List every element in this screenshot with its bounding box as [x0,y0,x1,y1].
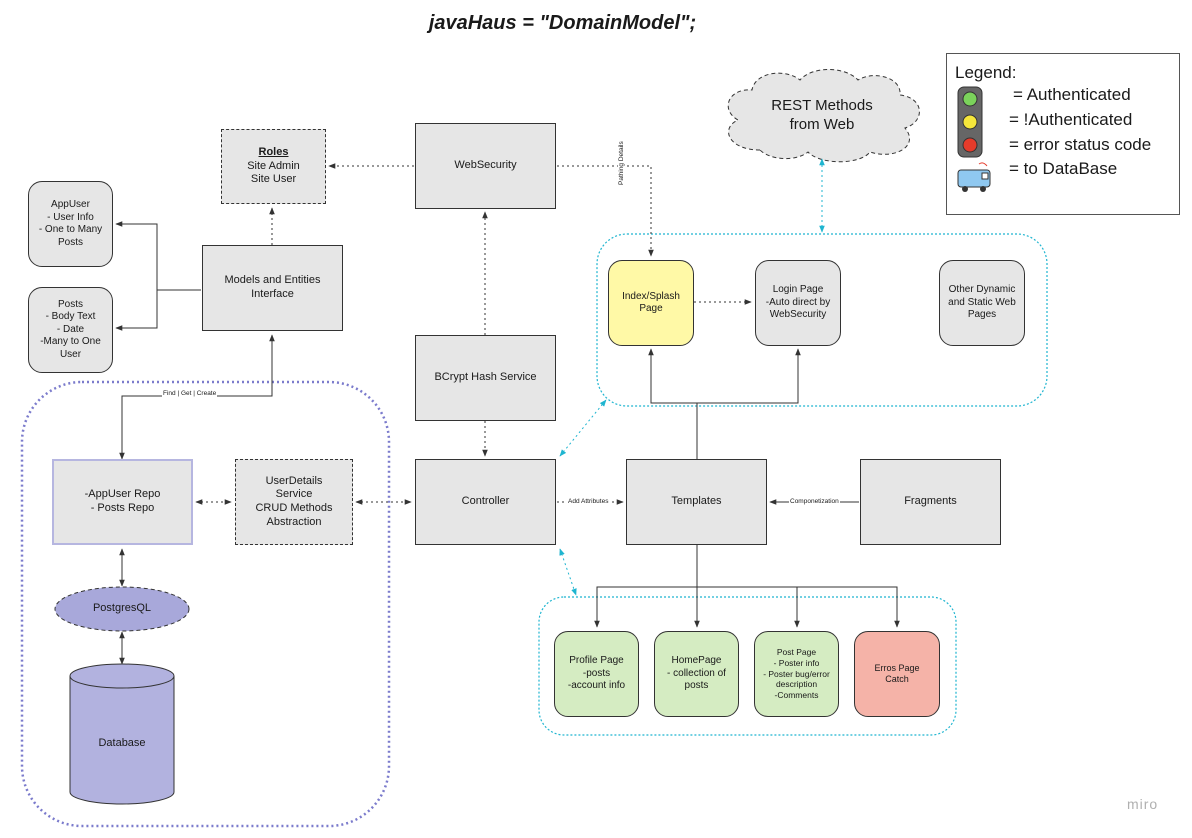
models-node: Models and Entities Interface [202,245,343,331]
post-page-node: Post Page - Poster info - Poster bug/err… [754,631,839,717]
profile-page-node: Profile Page -posts -account info [554,631,639,717]
userdetails-node: UserDetails Service CRUD Methods Abstrac… [235,459,353,545]
homepage-label: HomePage - collection of posts [667,655,726,692]
pathing-details-label: Pathing Details [618,140,625,186]
bcrypt-node: BCrypt Hash Service [415,335,556,421]
miro-watermark: miro [1127,796,1159,812]
controller-label: Controller [461,495,510,508]
rest-methods-label: REST Methods from Web [771,97,873,133]
views-region [538,596,957,736]
componetization-label: Componetization [789,498,840,505]
controller-node: Controller [415,459,556,545]
bcrypt-label: BCrypt Hash Service [434,371,537,384]
homepage-node: HomePage - collection of posts [654,631,739,717]
postgres-node: PostgresQL [56,597,188,621]
database-node: Database [70,730,174,758]
legend-title: Legend: [955,63,1017,82]
roles-node: Roles Site Admin Site User [221,129,326,204]
profile-page-label: Profile Page -posts -account info [567,655,626,692]
posts-label: Posts - Body Text - Date -Many to One Us… [40,298,101,360]
login-page-label: Login Page -Auto direct by WebSecurity [765,284,831,321]
diagram-title: javaHaus = "DomainModel"; [428,12,697,34]
postgres-label: PostgresQL [92,602,152,615]
rest-methods-cloud: REST Methods from Web [748,90,896,142]
web-pages-region [596,233,1048,407]
postgres-ellipse [54,586,190,632]
find-get-create-label: Find | Get | Create [162,390,218,397]
other-pages-node: Other Dynamic and Static Web Pages [939,260,1025,346]
roles-text: Site Admin Site User [247,159,300,186]
appuser-node: AppUser - User Info - One to Many Posts [28,181,113,267]
legend-box: Legend: = Authenticated = !Authenticated… [946,53,1180,215]
traffic-light-icon [957,86,983,158]
post-page-label: Post Page - Poster info - Poster bug/err… [763,647,830,700]
models-label: Models and Entities Interface [224,274,321,300]
database-cylinder [69,663,175,805]
other-pages-label: Other Dynamic and Static Web Pages [948,284,1016,321]
legend-not-authenticated: = !Authenticated [1009,110,1133,129]
posts-node: Posts - Body Text - Date -Many to One Us… [28,287,113,373]
templates-node: Templates [626,459,767,545]
database-van-icon [957,162,991,192]
repo-node: -AppUser Repo - Posts Repo [52,459,193,545]
legend-to-database: = to DataBase [1009,159,1118,178]
repo-label: -AppUser Repo - Posts Repo [84,488,161,514]
legend-error-status: = error status code [1009,135,1152,154]
userdetails-label: UserDetails Service CRUD Methods Abstrac… [255,474,333,528]
legend-authenticated: = Authenticated [1013,85,1131,104]
roles-heading: Roles [258,145,289,158]
fragments-node: Fragments [860,459,1001,545]
appuser-label: AppUser - User Info - One to Many Posts [38,199,103,248]
login-page-node: Login Page -Auto direct by WebSecurity [755,260,841,346]
database-label: Database [98,737,146,750]
index-splash-label: Index/Splash Page [622,290,680,315]
fragments-label: Fragments [904,495,957,508]
templates-label: Templates [671,495,722,508]
rest-cloud-shape [727,69,920,163]
websecurity-label: WebSecurity [454,159,517,172]
websecurity-node: WebSecurity [415,123,556,209]
add-attributes-label: Add Attributes [567,498,610,505]
errors-page-label: Erros Page Catch [874,662,920,684]
errors-page-node: Erros Page Catch [854,631,940,717]
index-splash-node: Index/Splash Page [608,260,694,346]
